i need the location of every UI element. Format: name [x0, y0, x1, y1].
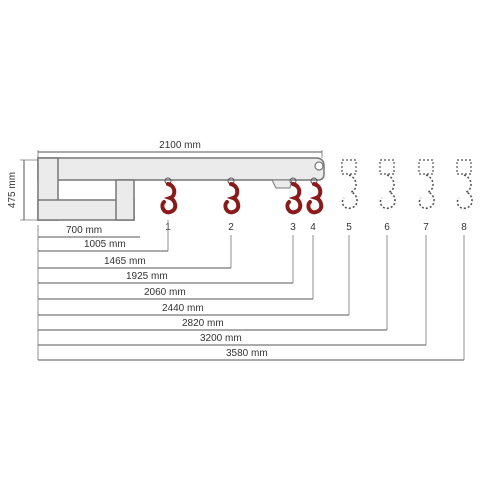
dimension-label-2: 1005 mm — [84, 239, 126, 250]
total-length-label: 2100 mm — [159, 140, 201, 151]
position-number-2: 2 — [228, 222, 234, 233]
height-label: 475 mm — [7, 172, 18, 208]
hook-3 — [285, 177, 303, 215]
dashed-hook-8 — [456, 159, 473, 210]
hook-2 — [223, 177, 241, 215]
dimension-2820: 2820 mm — [38, 235, 388, 331]
dimension-1925: 1925 mm — [38, 235, 294, 284]
dimension-label-9: 3580 mm — [226, 348, 268, 359]
position-number-4: 4 — [310, 222, 316, 233]
dimension-label-4: 1925 mm — [126, 271, 168, 282]
dimension-label-3: 1465 mm — [104, 256, 146, 267]
dimension-700: 700 mm — [38, 225, 140, 238]
dimension-label-8: 3200 mm — [200, 333, 242, 344]
dimension-1005: 1005 mm — [38, 220, 169, 252]
dashed-hook-5 — [341, 159, 358, 210]
dimension-3580: 3580 mm — [38, 235, 465, 361]
dimension-label-5: 2060 mm — [144, 287, 186, 298]
dimension-3200: 3200 mm — [38, 235, 427, 346]
hook-4 — [306, 177, 324, 215]
position-number-3: 3 — [290, 222, 296, 233]
position-number-5: 5 — [346, 222, 352, 233]
dimension-2060: 2060 mm — [38, 235, 314, 300]
dimension-label-7: 2820 mm — [182, 318, 224, 329]
dimension-1465: 1465 mm — [38, 235, 232, 269]
dashed-hook-6 — [379, 159, 396, 210]
dimension-label-1: 700 mm — [66, 225, 102, 236]
dimension-2440: 2440 mm — [38, 235, 350, 316]
position-number-7: 7 — [423, 222, 429, 233]
dimension-label-6: 2440 mm — [162, 303, 204, 314]
hook-1 — [160, 177, 178, 215]
total-length-dimension: 2100 mm — [37, 140, 323, 158]
jib-beam — [37, 157, 325, 221]
position-number-6: 6 — [384, 222, 390, 233]
position-number-8: 8 — [461, 222, 467, 233]
height-dimension: 475 mm — [7, 159, 38, 221]
dashed-hook-7 — [418, 159, 435, 210]
